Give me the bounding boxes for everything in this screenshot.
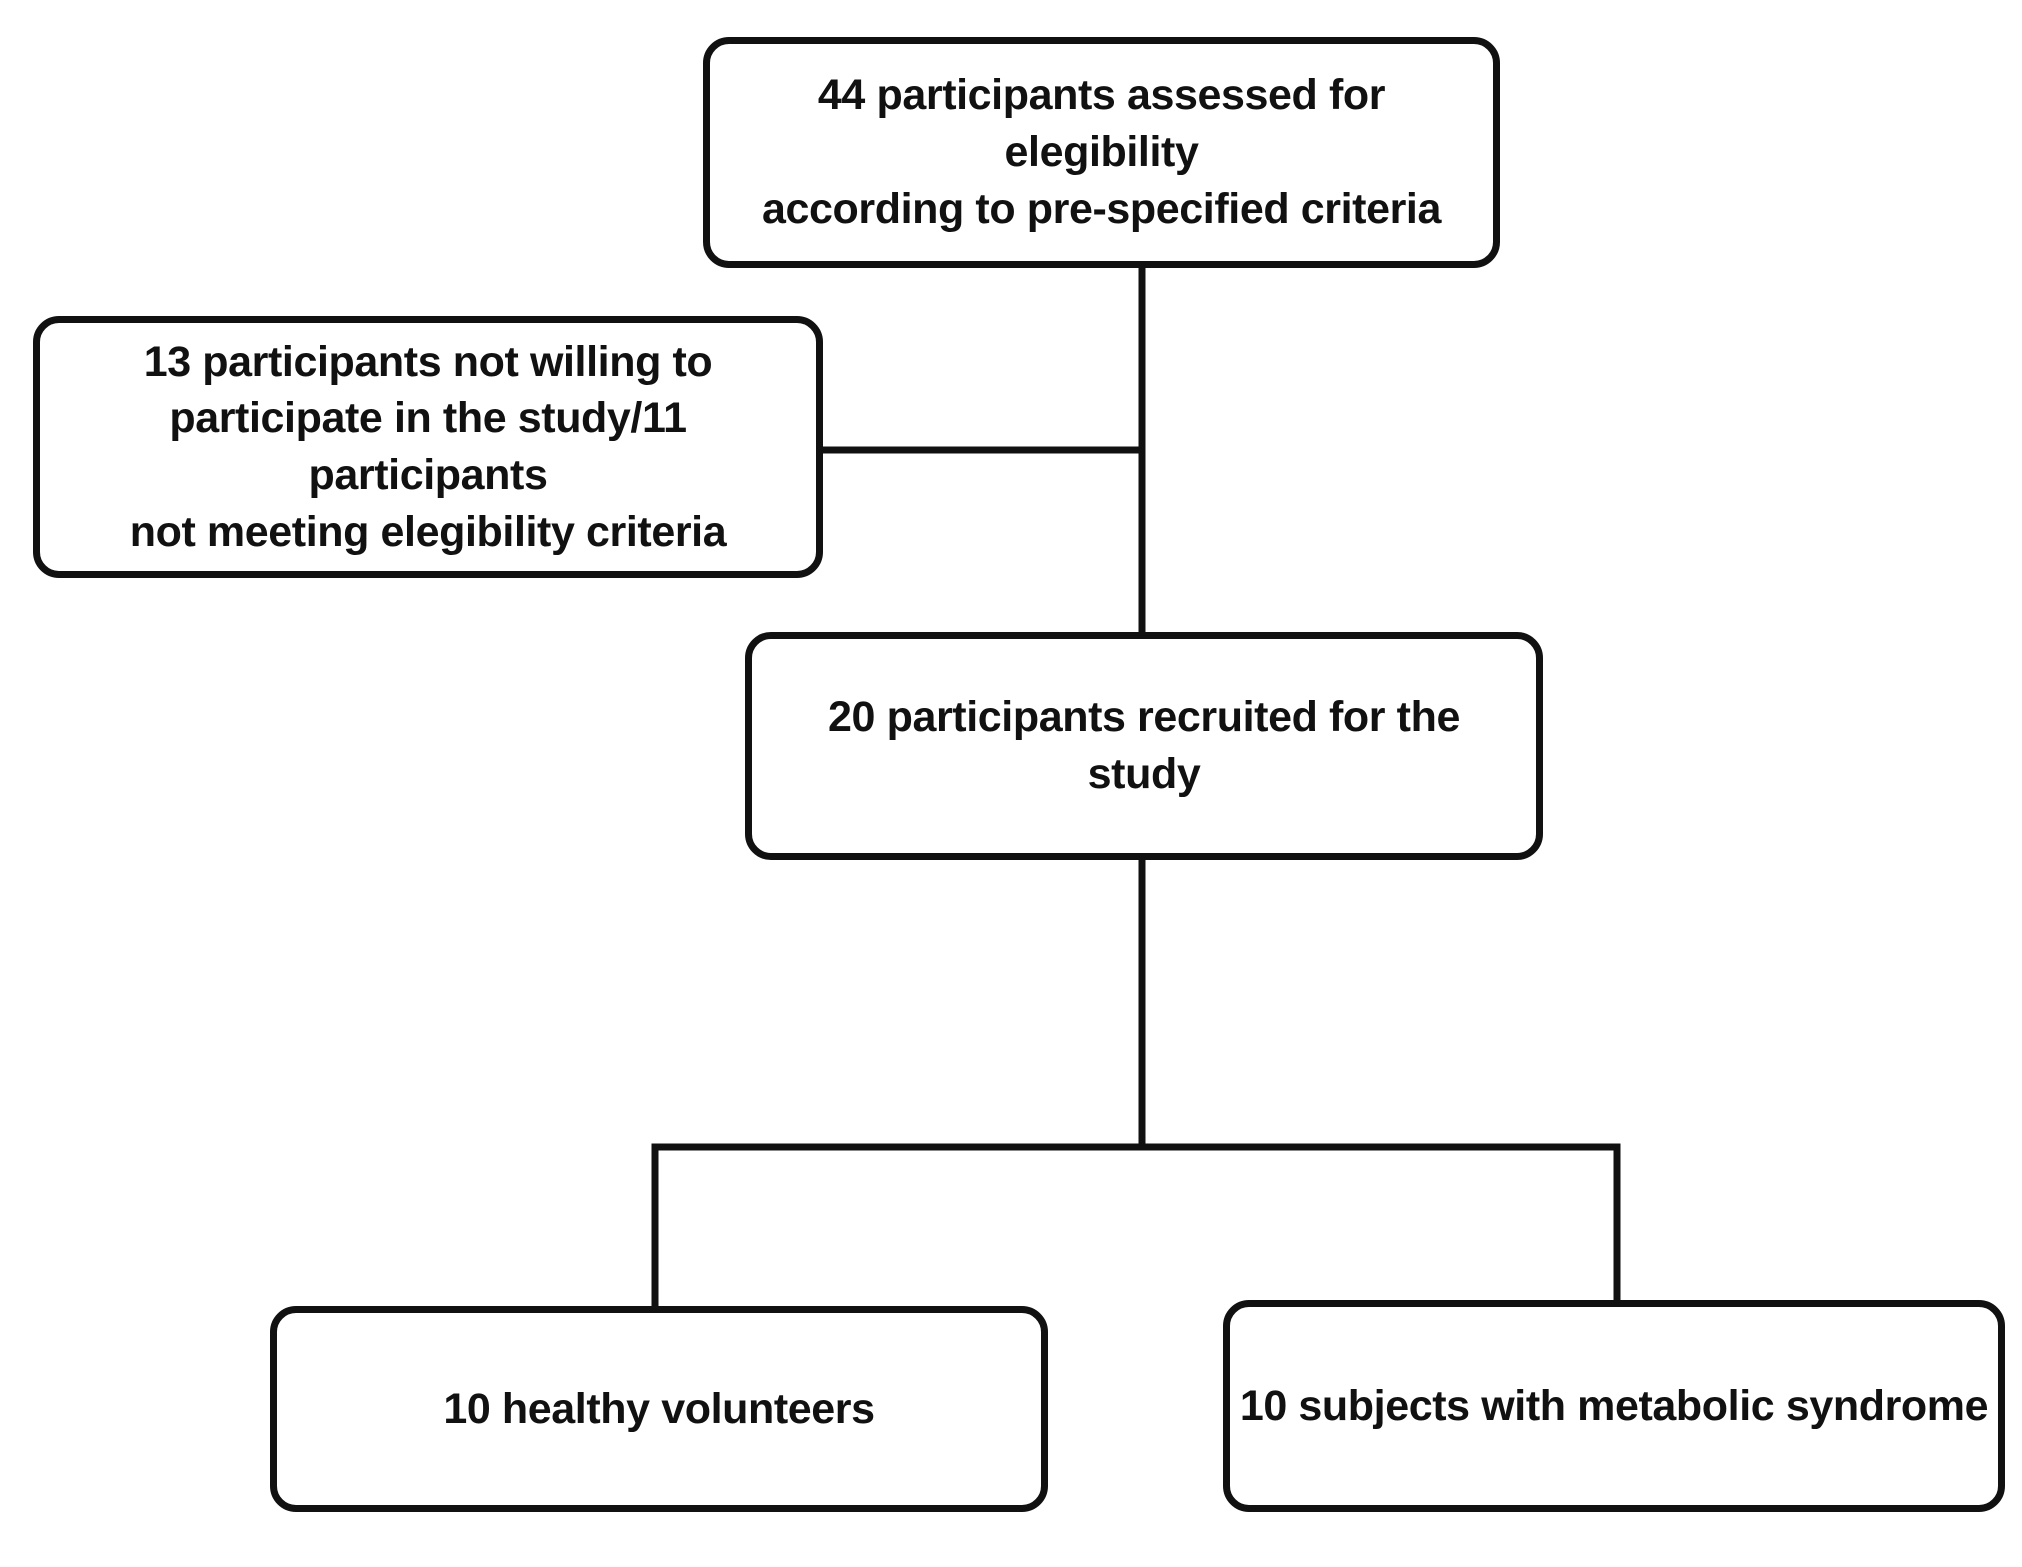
node-excluded-label: 13 participants not willing to participa… [129, 337, 727, 556]
node-healthy-label: 10 healthy volunteers [443, 1384, 875, 1433]
node-recruited-participants: 20 participants recruited for the study [745, 632, 1543, 860]
node-healthy-volunteers: 10 healthy volunteers [270, 1306, 1048, 1512]
node-assessed-for-eligibility: 44 participants assessed for elegibility… [703, 37, 1500, 268]
node-metabolic-label: 10 subjects with metabolic syndrome [1239, 1381, 1989, 1430]
node-recruited-label: 20 participants recruited for the study [828, 693, 1460, 798]
node-assessed-label: 44 participants assessed for elegibility… [762, 71, 1441, 233]
node-excluded-participants: 13 participants not willing to participa… [33, 316, 823, 578]
node-metabolic-syndrome-subjects: 10 subjects with metabolic syndrome [1223, 1300, 2005, 1512]
